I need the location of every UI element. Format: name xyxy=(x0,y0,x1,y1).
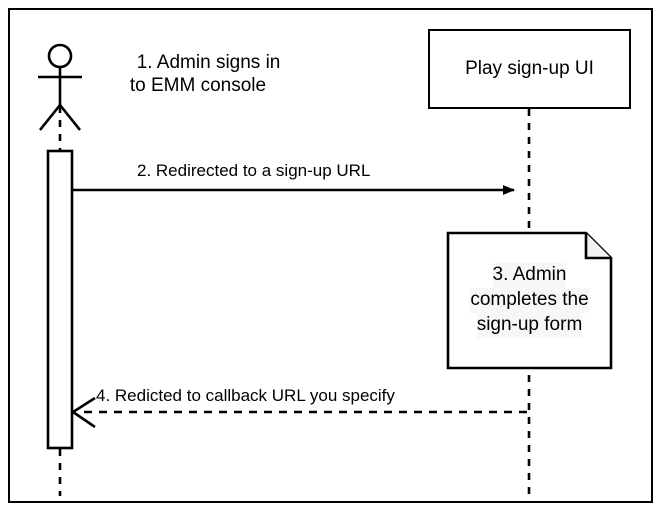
actor-caption-line1: 1. Admin signs in xyxy=(136,52,281,74)
message-4-arrowhead-icon xyxy=(70,396,96,429)
participant-box-play-sign-up-ui[interactable]: Play sign-up UI xyxy=(428,29,631,109)
note-text: 3. Admin completes the sign-up form xyxy=(447,232,612,369)
note-line3: sign-up form xyxy=(476,312,583,338)
actor-caption-line2: to EMM console xyxy=(129,74,267,96)
actor-stick-figure-icon xyxy=(38,43,82,131)
participant-label: Play sign-up UI xyxy=(465,58,594,79)
note-line1: 3. Admin xyxy=(492,263,567,289)
actor-activation-bar xyxy=(46,149,74,450)
message-4-label: 4. Redicted to callback URL you specify xyxy=(96,386,395,405)
note-admin-completes-form: 3. Admin completes the sign-up form xyxy=(447,232,612,369)
message-2-label: 2. Redirected to a sign-up URL xyxy=(137,161,371,180)
note-line2: completes the xyxy=(470,288,589,313)
